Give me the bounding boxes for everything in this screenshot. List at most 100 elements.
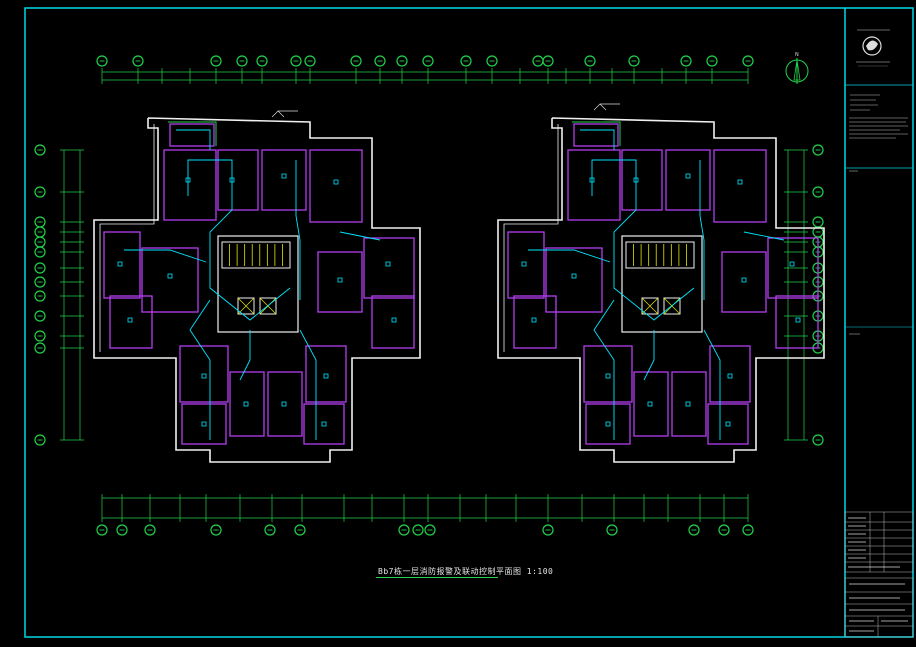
grid-axis-bubble: [132, 55, 144, 67]
grid-axis-bubble: [34, 276, 46, 288]
balcony-rail: [168, 121, 217, 146]
smoke-detector: [605, 373, 611, 379]
smoke-detector: [321, 421, 327, 427]
elevator-shaft: [259, 297, 277, 315]
room-living: [545, 247, 603, 313]
grid-axis-bubble: [210, 524, 222, 536]
dimension-lines: [60, 68, 808, 522]
north-arrow-icon: N: [785, 52, 809, 84]
grid-axis-bubble: [116, 524, 128, 536]
svg-text:N: N: [795, 52, 799, 58]
grid-axis-bubble: [398, 524, 410, 536]
alarm-wiring: [580, 129, 615, 150]
grid-axis-bubble: [584, 55, 596, 67]
grid-axis-bubble: [34, 290, 46, 302]
room-bedroom: [103, 231, 141, 299]
grid-axis-bubble: [688, 524, 700, 536]
room-bedroom: [309, 149, 363, 223]
smoke-detector: [727, 373, 733, 379]
company-logo-icon: [856, 29, 890, 67]
room-living: [261, 149, 307, 211]
room-living: [665, 149, 711, 211]
room-living: [267, 371, 303, 437]
room-bedroom: [363, 237, 415, 299]
stairwell: [221, 241, 291, 269]
grid-axis-bubble: [34, 342, 46, 354]
smoke-detector: [391, 317, 397, 323]
room-bathroom: [181, 403, 227, 445]
grid-axis-bubble: [812, 186, 824, 198]
smoke-detector: [281, 173, 287, 179]
room-bedroom: [767, 237, 819, 299]
alarm-wiring: [528, 249, 611, 263]
smoke-detector: [737, 179, 743, 185]
room-bedroom: [179, 345, 229, 403]
grid-axis-bubble: [34, 262, 46, 274]
alarm-wiring: [699, 160, 705, 300]
grid-axis-bubble: [718, 524, 730, 536]
sign-off-block: [844, 577, 914, 638]
alarm-wiring: [295, 160, 301, 300]
grid-axis-bubble: [294, 524, 306, 536]
room-bedroom: [583, 345, 633, 403]
alarm-wiring: [239, 330, 251, 381]
elevator-shaft: [237, 297, 255, 315]
grid-axis-bubble: [742, 55, 754, 67]
elevator-cross: [237, 297, 255, 315]
alarm-wiring: [124, 249, 207, 263]
grid-axis-bubble: [742, 524, 754, 536]
exterior-wall: [497, 117, 825, 463]
grid-axis-bubble: [96, 55, 108, 67]
grid-axis-bubble: [34, 434, 46, 446]
smoke-detector: [789, 261, 795, 267]
alarm-wiring: [189, 299, 211, 440]
exterior-wall: [93, 117, 421, 463]
grid-axis-bubble: [34, 246, 46, 258]
alarm-wiring: [299, 329, 317, 440]
room-living: [141, 247, 199, 313]
room-bedroom: [163, 149, 217, 221]
alarm-wiring: [591, 159, 695, 321]
alarm-wiring: [339, 231, 381, 241]
room-living: [229, 371, 265, 437]
room-living: [671, 371, 707, 437]
room-bathroom: [707, 403, 749, 445]
room-bedroom: [109, 295, 153, 349]
grid-axis-bubble: [628, 55, 640, 67]
alarm-wiring: [187, 159, 291, 321]
smoke-detector: [725, 421, 731, 427]
grid-axis-bubble: [34, 186, 46, 198]
balcony-rail: [572, 121, 621, 146]
grid-axis-bubble: [680, 55, 692, 67]
room-living: [633, 371, 669, 437]
grid-axis-bubble: [34, 330, 46, 342]
alarm-wiring: [703, 329, 721, 440]
title-block: [844, 29, 914, 638]
drawing-frame: [24, 7, 914, 638]
smoke-detector: [167, 273, 173, 279]
room-balcony: [169, 123, 215, 147]
smoke-detector: [127, 317, 133, 323]
grid-axis-bubble: [374, 55, 386, 67]
smoke-detector: [685, 173, 691, 179]
room-bedroom: [371, 295, 415, 349]
grid-axis-bubble: [542, 524, 554, 536]
elevator-shaft: [663, 297, 681, 315]
drawing-title-underline: [376, 577, 498, 578]
stairwell: [625, 241, 695, 269]
smoke-detector: [281, 401, 287, 407]
room-bathroom: [303, 403, 345, 445]
room-bedroom: [513, 295, 557, 349]
grid-axis-bubble: [422, 55, 434, 67]
room-bedroom: [709, 345, 751, 403]
drawing-title: Bb7栋一层消防报警及联动控制平面图 1:100: [378, 567, 554, 576]
exterior-wall-inner: [99, 124, 155, 352]
room-bathroom: [621, 149, 663, 211]
grid-axis-bubble: [706, 55, 718, 67]
grid-axis-bubble: [264, 524, 276, 536]
smoke-detector: [323, 373, 329, 379]
room-bedroom: [567, 149, 621, 221]
core-wall: [621, 235, 703, 333]
exterior-wall-inner: [503, 124, 559, 352]
